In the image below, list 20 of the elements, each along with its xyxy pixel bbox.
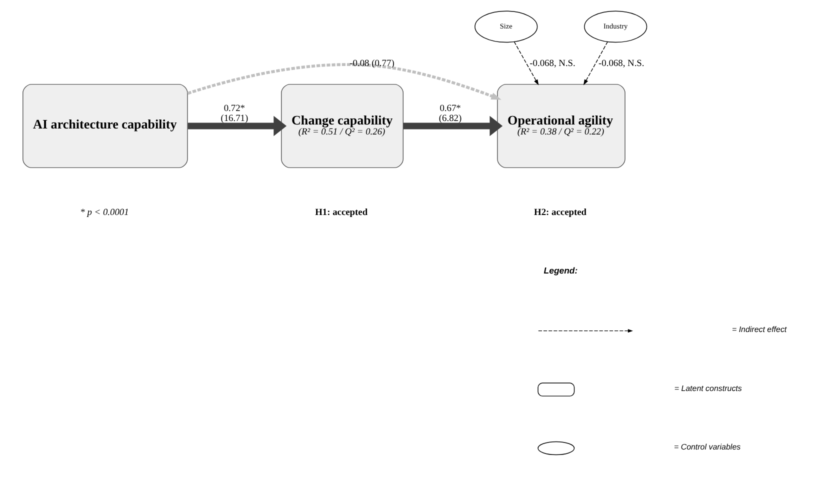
label: H2: accepted [534,208,586,218]
legend-label: = Control variables [673,442,740,452]
arrow [187,116,286,136]
arrow [402,116,502,136]
edge-label: -0.068, N.S. [598,58,644,69]
edge-label: 0.67* (6.82) [438,104,462,124]
arrow [186,63,501,100]
edge-label: -0.08 (0.77) [349,58,394,69]
label: Legend: [543,266,578,276]
node-box: Change capability (R² = 0.51 / Q² = 0.26) [280,84,404,168]
legend-label: = Indirect effect [731,325,786,334]
edge-label: 0.72* (16.71) [220,104,248,124]
label: H1: accepted [314,208,368,218]
label: * p < 0.0001 [80,208,128,218]
arrow [513,41,538,86]
node-box: AI architecture capability [22,84,188,168]
arrow [582,41,608,86]
node-box: Operational agility (R² = 0.38 / Q² = 0.22) [496,84,625,168]
legend-label: = Latent constructs [674,384,742,393]
edge-label: -0.068, N.S. [529,58,575,69]
